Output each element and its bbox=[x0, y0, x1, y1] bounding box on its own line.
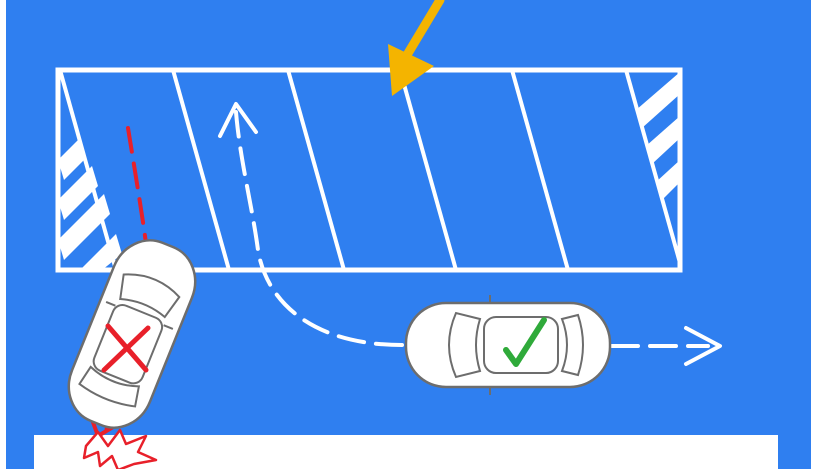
curb bbox=[34, 435, 778, 469]
right-arrow-icon bbox=[684, 326, 722, 366]
crash-icon bbox=[82, 428, 158, 469]
right-hatch bbox=[636, 72, 680, 200]
yellow-pointer-arrow bbox=[388, 0, 445, 96]
parking-bay bbox=[55, 67, 683, 273]
divider-line bbox=[286, 70, 346, 270]
correct-car bbox=[404, 295, 612, 395]
divider-line bbox=[171, 70, 231, 270]
divider-line bbox=[624, 70, 680, 270]
left-hatch bbox=[58, 138, 122, 270]
green-check-icon bbox=[503, 317, 547, 367]
up-arrow-icon bbox=[218, 102, 258, 138]
divider-line bbox=[398, 70, 458, 270]
bay-divider-lines bbox=[58, 70, 680, 270]
correct-exit-path bbox=[218, 102, 722, 366]
red-x-icon bbox=[101, 323, 151, 373]
divider-line bbox=[510, 70, 570, 270]
